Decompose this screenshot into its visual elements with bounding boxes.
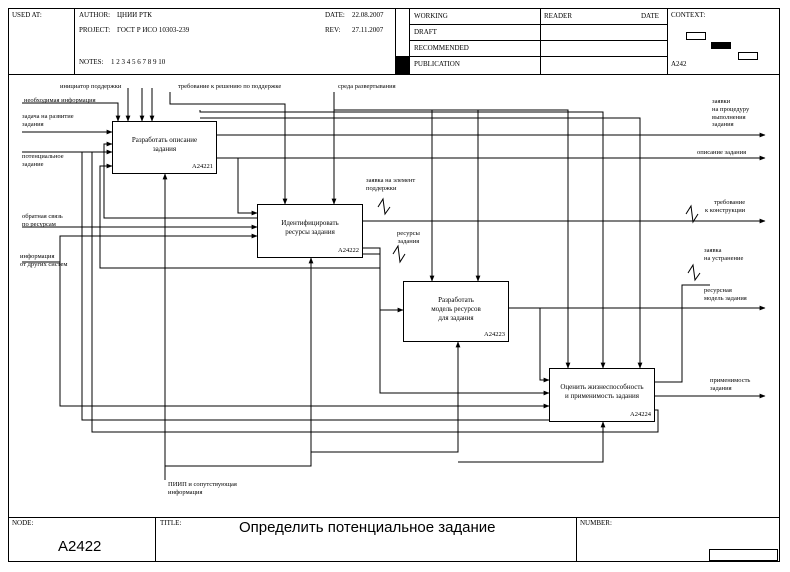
input-other [22, 233, 258, 263]
activity-id: A24223 [484, 331, 505, 338]
label-mechanism: ПИИП и сопутствующая информация [168, 481, 237, 496]
label-task-resources: ресурсы задания [397, 230, 420, 245]
activity-box-a24221[interactable]: Разработать описание задания A24221 [112, 121, 217, 174]
control-info [22, 102, 121, 122]
activity-id: A24221 [192, 163, 213, 170]
control-feed-2 [200, 117, 643, 369]
activity-name: Оценить жизнеспособность и применимость … [560, 383, 644, 400]
label-out-request: заявки на процедуру выполнения задания [712, 98, 750, 129]
b2-to-b3 [363, 247, 404, 313]
activity-box-a24222[interactable]: Идентифицировать ресурсы задания A24222 [257, 204, 363, 258]
input-loop-1 [81, 152, 549, 421]
label-out-applicability: применимость задания [710, 377, 751, 392]
title-label: TITLE: [160, 519, 182, 527]
context-label: CONTEXT: [671, 11, 706, 19]
notes-label: NOTES: [79, 58, 104, 66]
label-environment: среда развертывания [338, 83, 396, 90]
control-requirement-branch [169, 92, 288, 205]
author-value: ЦНИИ РТК [117, 11, 152, 19]
activity-id: A24224 [630, 411, 651, 418]
label-out-constraint: требование к конструкции [705, 199, 746, 214]
label-initiator: инициатор поддержки [60, 83, 122, 90]
label-input-feedback: обратная связь по ресурсам [22, 213, 63, 228]
mech-b3 [311, 341, 461, 453]
context-box-1 [686, 32, 706, 40]
control-env-branch-3 [478, 109, 571, 369]
label-request-support: заявка на элемент поддержки [366, 177, 416, 192]
project-label: PROJECT: [79, 26, 111, 34]
activity-name: Разработать модель ресурсов для задания [431, 296, 481, 322]
rev-label: REV: [325, 26, 341, 34]
mech-b2 [165, 257, 314, 467]
number-label: NUMBER: [580, 519, 612, 527]
activity-box-a24223[interactable]: Разработать модель ресурсов для задания … [403, 281, 509, 342]
rev-value: 27.11.2007 [352, 26, 384, 34]
used-at-label: USED AT: [12, 11, 42, 19]
context-node: A242 [671, 60, 687, 68]
b3-to-b4 [539, 308, 550, 383]
status-draft: DRAFT [414, 28, 437, 36]
notes-value: 1 2 3 4 5 6 7 8 9 10 [111, 58, 166, 66]
control-feed-1 [199, 110, 606, 369]
label-input-other: информация от других систем [20, 253, 68, 268]
feedback-b2-loop [99, 163, 381, 269]
label-necessary-info: необходимая информация [24, 97, 96, 104]
reader-date-label: DATE [641, 12, 659, 20]
out-elimination [655, 284, 710, 383]
diagram-title: Определить потенциальное задание [239, 519, 496, 536]
out-desc-to-b2 [237, 158, 258, 216]
context-box-3 [738, 52, 758, 60]
status-publication: PUBLICATION [414, 60, 460, 68]
feedback-b2-to-b1 [103, 141, 257, 219]
squiggle-elimination [687, 263, 701, 282]
input-loop-2 [91, 152, 659, 433]
node-label: NODE: [12, 519, 34, 527]
activity-name: Разработать описание задания [131, 136, 198, 153]
status-recommended: RECOMMENDED [414, 44, 469, 52]
label-input-potential: потенциальное задание [22, 153, 64, 168]
input-other-down [59, 262, 550, 409]
date-label: DATE: [325, 11, 345, 19]
author-label: AUTHOR: [79, 11, 111, 19]
squiggle-request [377, 197, 391, 216]
b2-to-b4 [379, 310, 550, 396]
publication-marker [396, 56, 409, 74]
context-box-2-active [711, 42, 731, 49]
label-requirement: требование к решению по поддержке [178, 83, 282, 90]
label-out-elimination: заявка на устранение [704, 247, 744, 262]
node-value: A2422 [58, 538, 102, 555]
squiggle-resources [392, 244, 406, 264]
label-out-model: ресурсная модель задания [704, 287, 747, 302]
date-value: 22.08.2007 [352, 11, 384, 19]
label-input-task: задача на развитие задания [22, 113, 74, 128]
mech-b4 [458, 421, 606, 463]
activity-id: A24222 [338, 247, 359, 254]
activity-box-a24224[interactable]: Оценить жизнеспособность и применимость … [549, 368, 655, 422]
label-out-description: описание задания [697, 149, 747, 156]
project-value: ГОСТ Р ИСО 10303-239 [117, 26, 190, 34]
reader-label: READER [544, 12, 572, 20]
squiggle-constraint [685, 204, 699, 224]
activity-name: Идентифицировать ресурсы задания [281, 219, 339, 236]
status-working: WORKING [414, 12, 448, 20]
context-cell [667, 8, 780, 75]
number-box [709, 549, 778, 561]
footer-number-cell [576, 517, 780, 562]
